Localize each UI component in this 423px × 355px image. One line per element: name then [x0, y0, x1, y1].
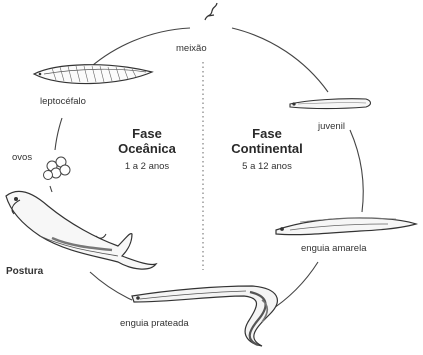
oceanic-phase-line1: Fase	[107, 126, 187, 141]
label-postura: Postura	[6, 267, 43, 277]
meixao-illustration	[205, 3, 217, 20]
continental-phase-duration: 5 a 12 anos	[222, 161, 312, 172]
label-ovos: ovos	[12, 153, 32, 163]
arc-leptocefalo-ovos	[55, 118, 62, 150]
continental-phase-line1: Fase	[222, 126, 312, 141]
label-enguia-amarela: enguia amarela	[301, 244, 367, 254]
leptocefalo-illustration	[34, 65, 152, 84]
juvenil-illustration	[290, 99, 371, 109]
oceanic-phase-line2: Oceânica	[107, 141, 187, 156]
label-juvenil: juvenil	[318, 122, 345, 132]
arc-amarela-juvenil	[350, 130, 363, 212]
continental-phase-title: Fase Continental	[222, 126, 312, 156]
oceanic-phase-title: Fase Oceânica	[107, 126, 187, 156]
label-leptocefalo: leptocéfalo	[40, 97, 86, 107]
arc-juvenil-meixao	[232, 28, 328, 92]
label-meixao: meixão	[176, 44, 207, 54]
enguia-prateada-illustration	[132, 286, 277, 346]
arc-postura-prateada	[90, 272, 132, 300]
oceanic-phase-duration: 1 a 2 anos	[107, 161, 187, 172]
postura-illustration	[6, 191, 156, 269]
enguia-amarela-illustration	[276, 218, 416, 235]
ovos-illustration	[44, 157, 71, 180]
arc-ovos-postura	[50, 186, 52, 192]
continental-phase-line2: Continental	[222, 141, 312, 156]
label-enguia-prateada: enguia prateada	[120, 319, 189, 329]
